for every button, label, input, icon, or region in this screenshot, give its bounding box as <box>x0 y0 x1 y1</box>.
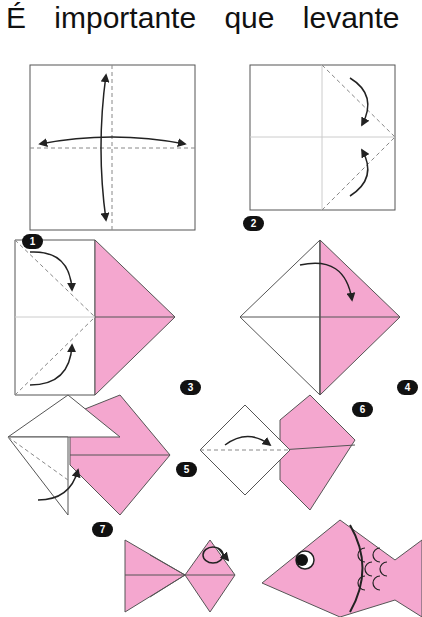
callout-number: 1 <box>22 234 43 249</box>
heading-text: É importante que levante <box>6 0 400 36</box>
callout-number: 2 <box>243 216 264 231</box>
callout-number: 7 <box>92 522 113 537</box>
callout-number: 6 <box>352 402 373 417</box>
callout-number: 3 <box>180 380 201 395</box>
callout-number: 5 <box>176 462 197 477</box>
callout-number: 4 <box>397 380 418 395</box>
